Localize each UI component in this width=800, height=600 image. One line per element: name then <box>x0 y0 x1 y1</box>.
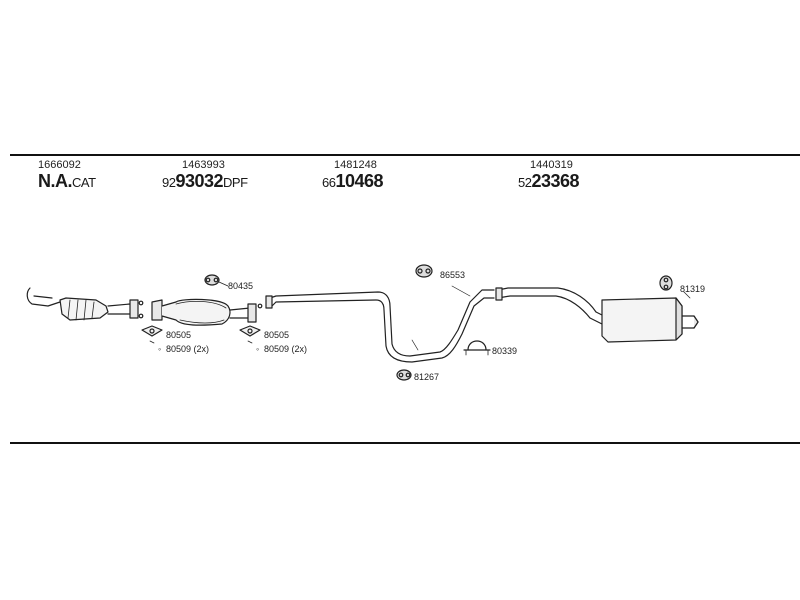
mount-81319-icon[interactable] <box>659 275 673 291</box>
part-rear-silencer[interactable]: 1440319 5223368 <box>518 159 580 193</box>
part-catalytic-converter[interactable]: 1666092 N.A.CAT <box>38 159 96 193</box>
top-divider <box>10 154 800 156</box>
mount-81267-icon[interactable] <box>396 369 412 381</box>
gasket-80505-a-icon[interactable] <box>141 325 163 344</box>
middle-pipe-drawing[interactable] <box>265 289 495 363</box>
part-dpf[interactable]: 1463993 9293032DPF <box>162 159 248 193</box>
callout-80505-b: 80505 <box>264 330 289 340</box>
part-code: 6610468 <box>322 171 384 191</box>
callout-80339: 80339 <box>492 346 517 356</box>
dpf-drawing[interactable] <box>151 298 263 326</box>
mount-86553-icon[interactable] <box>415 264 433 278</box>
callout-80509-a: 80509 (2x) <box>166 344 209 354</box>
callout-80435: 80435 <box>228 281 253 291</box>
part-code: N.A.CAT <box>38 171 96 191</box>
callout-81267: 81267 <box>414 372 439 382</box>
part-middle-pipe[interactable]: 1481248 6610468 <box>322 159 384 193</box>
bolt-marker-icon: ◦ <box>256 344 259 354</box>
callout-80509-b: 80509 (2x) <box>264 344 307 354</box>
bottom-divider <box>10 442 800 444</box>
oem-ref: 1666092 <box>38 159 81 171</box>
callout-86553: 86553 <box>440 270 465 280</box>
oem-ref: 1463993 <box>182 159 225 171</box>
callout-80505-a: 80505 <box>166 330 191 340</box>
oem-ref: 1481248 <box>334 159 377 171</box>
clamp-80339-icon[interactable] <box>463 340 491 356</box>
part-code: 9293032DPF <box>162 171 248 191</box>
oem-ref: 1440319 <box>530 159 573 171</box>
bolt-marker-icon: ◦ <box>158 344 161 354</box>
gasket-80505-b-icon[interactable] <box>239 325 261 344</box>
catalytic-converter-drawing[interactable] <box>26 287 144 321</box>
part-code: 5223368 <box>518 171 580 191</box>
rear-silencer-drawing[interactable] <box>495 287 699 343</box>
mount-80435-icon[interactable] <box>204 274 229 287</box>
callout-81319: 81319 <box>680 284 705 294</box>
